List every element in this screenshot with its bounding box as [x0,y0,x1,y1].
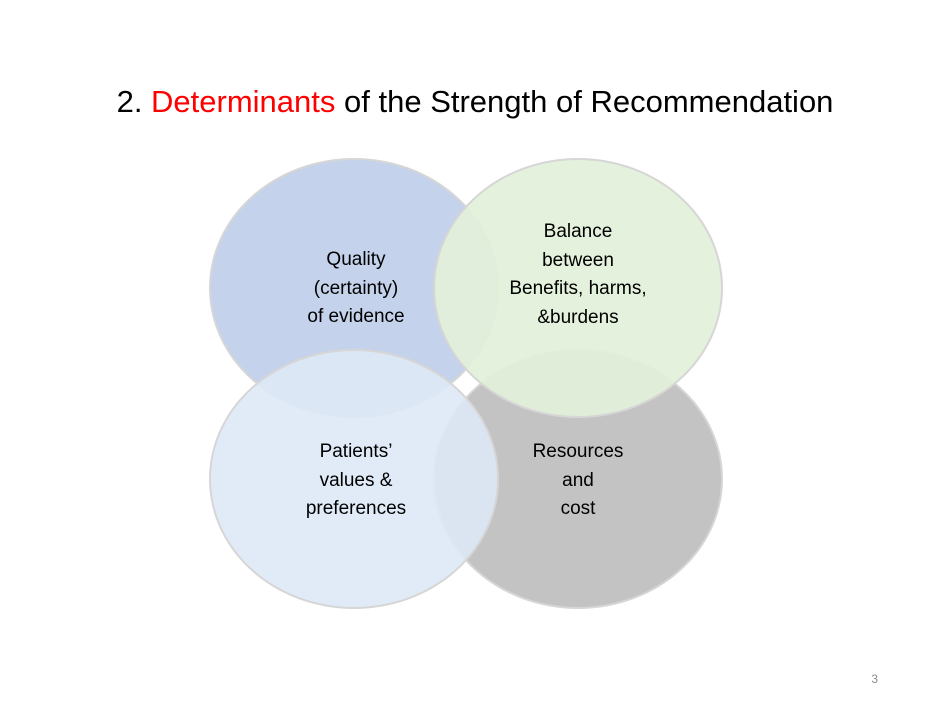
title-suffix: of the Strength of Recommendation [335,84,834,119]
resources-label-line: cost [560,498,596,519]
patients-label-line: Patients’ [319,441,393,462]
slide-title: 2. Determinants of the Strength of Recom… [0,84,950,120]
balance-label: Balance between Benefits, harms, &burden… [478,218,678,332]
quality-label-line: Quality [326,249,386,270]
balance-label-line: between [542,249,614,271]
patients-label: Patients’ values & preferences [256,438,456,524]
balance-label-line: Benefits, harms, [509,278,647,299]
resources-label-line: Resources [532,441,624,462]
page-number: 3 [871,672,878,686]
resources-label: Resources and cost [478,438,678,524]
balance-label-line: Balance [543,221,613,242]
patients-label-line: preferences [305,498,407,519]
quality-label-line: (certainty) [313,277,399,299]
title-prefix: 2. [116,84,152,119]
balance-circle [433,158,723,418]
title-highlight: Determinants [151,84,336,119]
quality-label: Quality (certainty) of evidence [256,246,456,332]
resources-label-line: and [562,469,594,491]
quality-label-line: of evidence [307,306,405,327]
balance-label-line: &burdens [537,306,619,328]
patients-circle [209,349,499,609]
patients-label-line: values & [319,469,393,491]
